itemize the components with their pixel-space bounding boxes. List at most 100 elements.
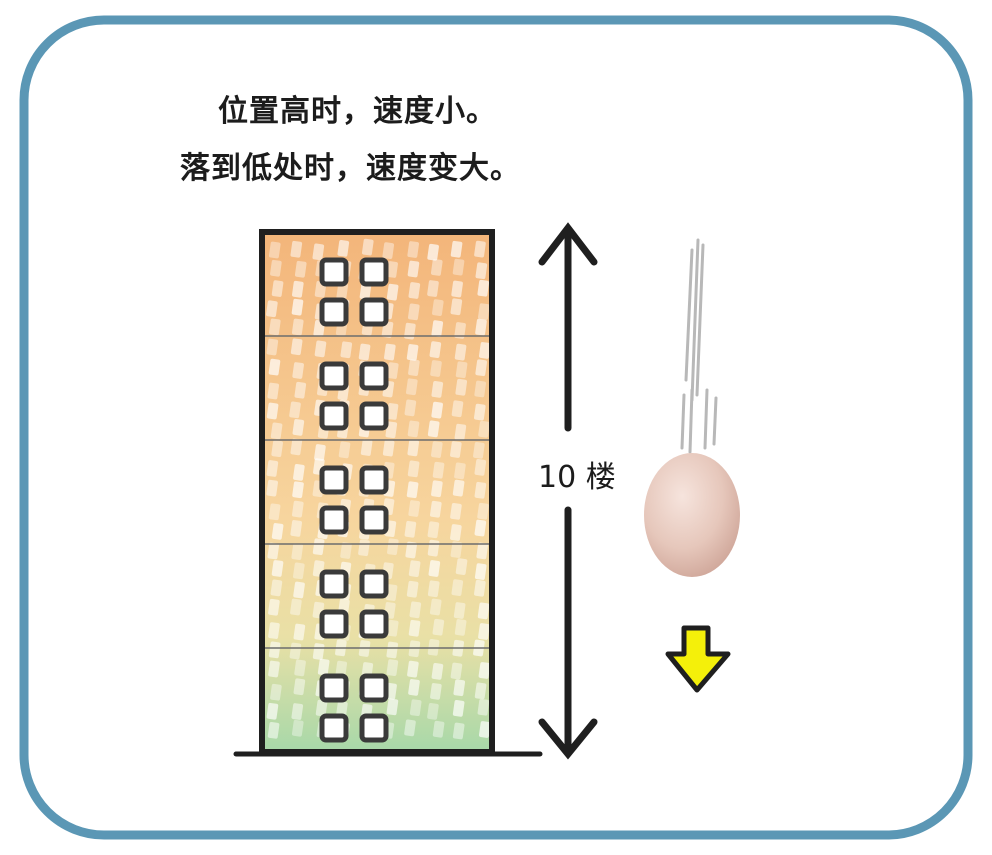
window-group bbox=[319, 361, 389, 431]
texture-stroke bbox=[427, 521, 440, 539]
texture-stroke bbox=[385, 421, 398, 439]
window bbox=[359, 257, 389, 287]
texture-stroke bbox=[478, 303, 490, 321]
texture-stroke bbox=[451, 400, 464, 418]
texture-stroke bbox=[315, 699, 328, 717]
window bbox=[319, 361, 349, 391]
window-groups bbox=[319, 257, 389, 743]
texture-stroke bbox=[314, 444, 326, 461]
texture-stroke bbox=[476, 542, 489, 560]
building bbox=[233, 229, 543, 757]
texture-stroke bbox=[430, 259, 443, 276]
texture-stroke bbox=[454, 619, 467, 636]
texture-stroke bbox=[431, 401, 443, 419]
texture-stroke bbox=[477, 698, 490, 716]
window bbox=[359, 505, 389, 535]
texture-stroke bbox=[314, 340, 327, 358]
texture-stroke bbox=[475, 262, 488, 280]
texture-stroke bbox=[292, 419, 305, 436]
texture-stroke bbox=[266, 300, 278, 318]
texture-stroke bbox=[268, 598, 280, 616]
window bbox=[359, 609, 389, 639]
texture-stroke bbox=[408, 282, 421, 299]
window bbox=[319, 505, 349, 535]
texture-stroke bbox=[268, 358, 281, 376]
height-label: 10 楼 bbox=[538, 460, 616, 495]
texture-stroke bbox=[450, 502, 462, 520]
texture-stroke bbox=[427, 420, 440, 438]
texture-stroke bbox=[455, 378, 468, 396]
caption-line-1: 位置高时，速度小。 bbox=[218, 94, 497, 129]
window bbox=[319, 609, 349, 639]
texture-stroke bbox=[338, 441, 351, 459]
texture-stroke bbox=[292, 500, 304, 518]
window bbox=[359, 361, 389, 391]
texture-stroke bbox=[268, 318, 281, 336]
texture-stroke bbox=[408, 619, 421, 637]
texture-stroke bbox=[473, 403, 486, 421]
texture-stroke bbox=[290, 338, 303, 356]
texture-stroke bbox=[292, 481, 304, 499]
texture-stroke bbox=[407, 303, 420, 321]
texture-stroke bbox=[290, 520, 303, 537]
window bbox=[359, 673, 389, 703]
texture-stroke bbox=[294, 659, 306, 677]
window bbox=[319, 401, 349, 431]
texture-stroke bbox=[453, 679, 466, 697]
texture-stroke bbox=[267, 721, 280, 739]
texture-stroke bbox=[270, 422, 283, 440]
texture-stroke bbox=[294, 260, 307, 278]
window-group bbox=[319, 257, 389, 327]
texture-stroke bbox=[427, 243, 439, 261]
texture-stroke bbox=[454, 343, 467, 361]
texture-stroke bbox=[404, 719, 416, 737]
texture-stroke bbox=[477, 502, 489, 520]
window bbox=[319, 673, 349, 703]
texture-stroke bbox=[477, 279, 490, 297]
texture-stroke bbox=[270, 579, 283, 597]
texture-stroke bbox=[335, 660, 348, 678]
texture-stroke bbox=[386, 261, 398, 278]
texture-stroke bbox=[408, 500, 420, 517]
texture-stroke bbox=[337, 239, 350, 257]
texture-stroke bbox=[450, 298, 463, 316]
texture-stroke bbox=[268, 503, 281, 521]
texture-stroke bbox=[475, 318, 487, 336]
texture-stroke bbox=[432, 618, 445, 636]
texture-stroke bbox=[427, 580, 440, 598]
texture-stroke bbox=[452, 479, 465, 497]
texture-stroke bbox=[474, 519, 487, 537]
texture-stroke bbox=[450, 662, 463, 680]
texture-stroke bbox=[450, 240, 463, 258]
texture-stroke bbox=[268, 622, 280, 639]
texture-stroke bbox=[428, 560, 441, 577]
texture-stroke bbox=[340, 341, 353, 359]
texture-stroke bbox=[407, 660, 419, 678]
texture-stroke bbox=[405, 541, 418, 559]
texture-stroke bbox=[452, 700, 465, 717]
texture-stroke bbox=[427, 280, 439, 297]
texture-stroke bbox=[450, 541, 463, 558]
texture-stroke bbox=[291, 318, 304, 336]
texture-stroke bbox=[478, 662, 491, 679]
texture-stroke bbox=[478, 623, 490, 640]
texture-stroke bbox=[271, 280, 284, 297]
texture-stroke bbox=[430, 500, 442, 518]
texture-stroke bbox=[293, 623, 306, 641]
texture-stroke bbox=[317, 658, 330, 676]
texture-stroke bbox=[450, 524, 462, 541]
texture-stroke bbox=[268, 660, 280, 678]
texture-stroke bbox=[266, 338, 279, 356]
texture-stroke bbox=[293, 562, 305, 580]
texture-stroke bbox=[474, 458, 487, 476]
texture-stroke bbox=[430, 441, 443, 458]
texture-stroke bbox=[290, 438, 303, 456]
texture-stroke bbox=[406, 481, 419, 499]
texture-stroke bbox=[268, 641, 281, 659]
texture-stroke bbox=[427, 703, 439, 720]
texture-stroke bbox=[404, 399, 417, 417]
texture-stroke bbox=[266, 479, 278, 497]
texture-stroke bbox=[271, 523, 284, 540]
texture-stroke bbox=[407, 420, 420, 438]
